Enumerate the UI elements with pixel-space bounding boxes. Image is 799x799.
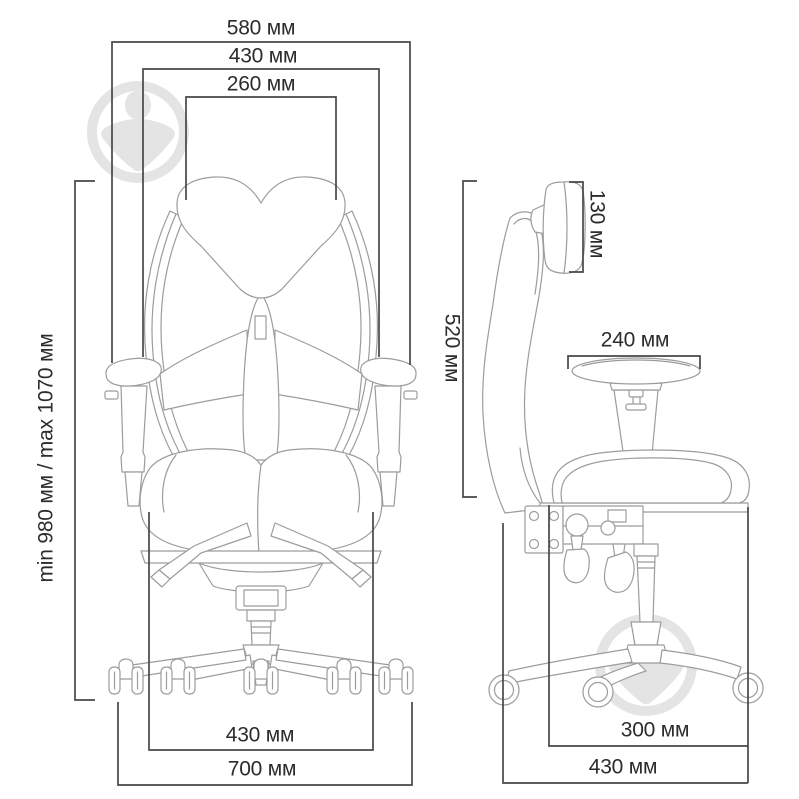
dim-label-overall-width: 580 мм: [226, 16, 296, 40]
dim-label-base-depth: 430 мм: [588, 755, 658, 779]
chair-side-drawing: [482, 181, 764, 708]
dim-label-backrest-width: 430 мм: [228, 44, 298, 68]
dim-label-height-range: min 980 мм / max 1070 мм: [34, 333, 58, 583]
dim-label-base-width: 700 мм: [227, 757, 297, 781]
dim-label-headrest-height: 130 мм: [585, 189, 609, 259]
chair-front-drawing: [104, 176, 418, 695]
dim-label-seat-depth: 300 мм: [620, 718, 690, 742]
front-dimension-brackets: [74, 41, 413, 786]
watermark-logo-icon: [92, 86, 184, 178]
side-dimension-brackets: [462, 180, 749, 784]
dim-label-seat-width: 430 мм: [225, 723, 295, 747]
dim-label-backrest-height: 520 мм: [440, 313, 464, 383]
dim-label-armrest-length: 240 мм: [600, 328, 670, 352]
dim-label-headrest-width: 260 мм: [226, 72, 296, 96]
